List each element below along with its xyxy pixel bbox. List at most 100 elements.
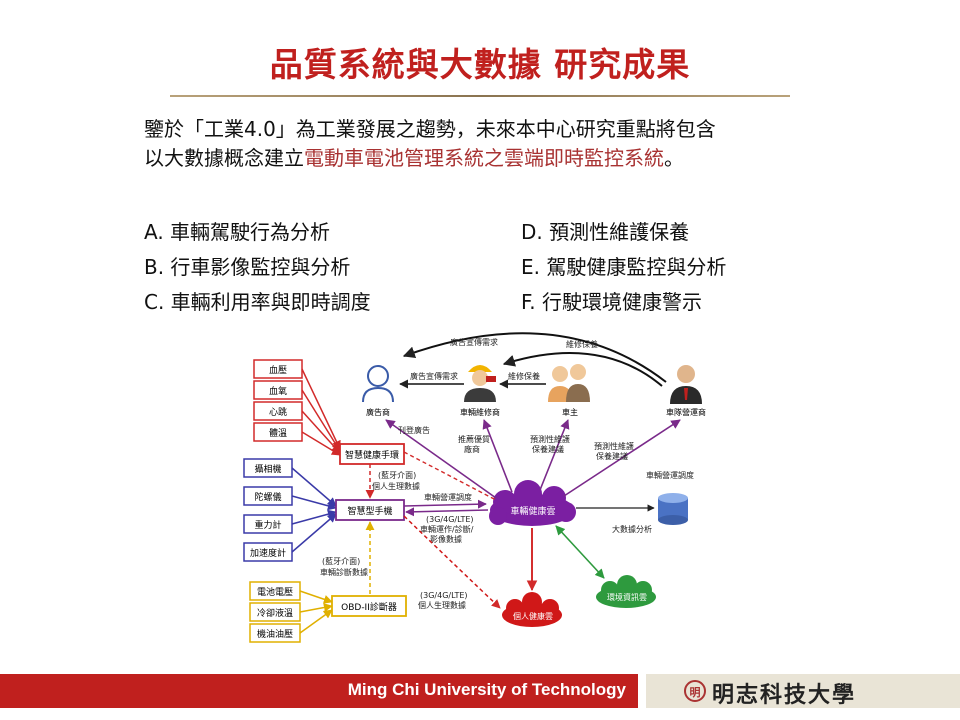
actor-repair-label: 車輛維修商: [460, 407, 500, 417]
actor-owner-label: 車主: [562, 407, 578, 417]
vital-arrow: [301, 368, 341, 450]
recommend-label-1: 推薦優質: [458, 434, 490, 444]
fleet-repair-arc: [502, 352, 663, 387]
cloud-phone-arrow: [405, 507, 489, 517]
item-c: C. 車輛利用率與即時調度: [144, 290, 371, 314]
bracelet-box: [339, 443, 405, 465]
ad-demand-label: 廣告宣傳需求: [410, 371, 458, 381]
title-divider: [170, 95, 790, 97]
cloud-env-arrow: [555, 525, 605, 579]
university-logo: 明 明志科技大學: [646, 674, 960, 708]
footer-university: Ming Chi University of Technology: [347, 680, 626, 699]
sensor-arrow: [291, 513, 337, 553]
cloud-repair-arrow: [482, 419, 513, 493]
vital-arrow: [301, 431, 341, 456]
phone-dispatch-label: 車輛營運調度: [424, 492, 472, 502]
item-f: F. 行駛環境健康警示: [521, 290, 703, 314]
repair-top-label: 維修保養: [566, 339, 598, 349]
fleet-dispatch-label: 車輛營運調度: [646, 470, 694, 480]
bt1-label-2: 個人生理數據: [372, 481, 420, 491]
cloud-personal-label: 個人健康雲: [513, 611, 553, 621]
vital-label: 血氧: [269, 385, 287, 397]
cloud-owner-arrow: [539, 419, 570, 491]
owners-icon: [548, 364, 590, 402]
vital-arrow: [301, 389, 341, 452]
item-b: B. 行車影像監控與分析: [144, 255, 351, 279]
bt2-label-2: 車輛診斷數據: [320, 567, 368, 577]
publish-ad-label: 刊登廣告: [398, 425, 430, 435]
sensor-label: 陀螺儀: [254, 491, 281, 503]
cloud-fleet-arrow: [563, 419, 681, 497]
repair-worker-icon: [464, 365, 496, 402]
sensor-label: 攝相機: [254, 463, 281, 475]
bt1-label-1: (藍牙介面): [378, 470, 416, 480]
sensor-arrow: [291, 467, 337, 507]
item-e: E. 駕駛健康監控與分析: [521, 255, 727, 279]
actor-fleet-label: 車隊營運商: [666, 407, 706, 417]
ad-demand-top-label: 廣告宣傳需求: [450, 337, 498, 347]
sensors-group: 攝相機 陀螺儀 重力計 加速度計: [243, 458, 337, 562]
logo-text: 明志科技大學: [712, 683, 857, 708]
obd-input-label: 電池電壓: [257, 586, 293, 598]
obd-label: OBD-II診斷器: [341, 601, 397, 613]
obd-input-label: 機油油壓: [257, 628, 293, 640]
net2-label-1: (3G/4G/LTE): [420, 591, 468, 600]
sensor-arrow: [291, 509, 337, 525]
obd-inputs-group: 電池電壓 冷卻液溫 機油油壓: [249, 581, 333, 643]
predict-owner-label-1: 預測性維護: [530, 434, 570, 444]
obd-box: [331, 595, 407, 617]
item-a: A. 車輛駕駛行為分析: [144, 220, 331, 244]
vehicle-health-cloud: 車輛健康雲: [489, 480, 576, 526]
phone-cloud-arrow: [403, 499, 487, 509]
vital-arrow: [301, 410, 341, 454]
predict-fleet-label-1: 預測性維護: [594, 441, 634, 451]
intro-line-2-suffix: 。: [664, 146, 684, 170]
bracelet-label: 智慧健康手環: [345, 449, 399, 461]
vitals-group: 血壓 血氧 心跳 體溫: [253, 359, 341, 456]
vital-label: 心跳: [269, 406, 287, 418]
intro-line-2-prefix: 以大數據概念建立: [144, 146, 304, 170]
vital-label: 體溫: [269, 427, 287, 439]
recommend-label-2: 廠商: [464, 444, 480, 454]
footer-bar: Ming Chi University of Technology: [0, 674, 638, 708]
net-label-1: (3G/4G/LTE): [426, 515, 474, 524]
phone-label: 智慧型手機: [347, 505, 392, 517]
cloud-env-label: 環境資訊雲: [607, 592, 647, 602]
bt2-label-1: (藍牙介面): [322, 556, 360, 566]
obd-input-label: 冷卻液溫: [257, 607, 293, 619]
sensor-label: 加速度計: [250, 547, 286, 559]
obd-input-arrow: [299, 590, 333, 604]
obd-input-arrow: [299, 603, 333, 613]
bigdata-label: 大數據分析: [612, 524, 652, 534]
net-label-3: 影像數據: [430, 534, 462, 544]
environment-cloud: 環境資訊雲: [596, 575, 656, 608]
sensor-label: 重力計: [254, 519, 281, 531]
logo-seal-icon: 明: [684, 680, 706, 702]
bracelet-cloud-link: [403, 451, 497, 501]
repair-label: 維修保養: [508, 371, 540, 381]
advertiser-icon: [362, 365, 394, 403]
item-d: D. 預測性維護保養: [521, 220, 690, 244]
cloud-advertiser-arrow: [385, 419, 497, 499]
intro-line-1: 鑒於「工業4.0」為工業發展之趨勢，未來本中心研究重點將包含: [144, 117, 716, 141]
net-label-2: 車輛運作/診斷/: [420, 524, 474, 534]
intro-paragraph: 鑒於「工業4.0」為工業發展之趨勢，未來本中心研究重點將包含 以大數據概念建立電…: [144, 115, 716, 173]
bigdata-cylinder: [658, 493, 688, 525]
actor-advertiser-label: 廣告商: [366, 407, 390, 417]
fleet-operator-icon: [670, 365, 702, 404]
vital-label: 血壓: [269, 364, 287, 376]
fleet-ad-arc: [402, 332, 667, 383]
predict-fleet-label-2: 保養建議: [596, 451, 628, 461]
cloud-main-label: 車輛健康雲: [510, 505, 555, 517]
slide-title: 品質系統與大數據 研究成果: [269, 45, 691, 84]
intro-highlight: 電動車電池管理系統之雲端即時監控系統: [304, 146, 664, 170]
phone-personal-arrow: [403, 515, 501, 609]
phone-box: [335, 499, 405, 521]
predict-owner-label-2: 保養建議: [532, 444, 564, 454]
personal-health-cloud: 個人健康雲: [502, 592, 562, 627]
sensor-arrow: [291, 495, 337, 511]
intro-line-2: 以大數據概念建立電動車電池管理系統之雲端即時監控系統。: [144, 144, 716, 173]
obd-input-arrow: [299, 609, 333, 634]
net2-label-2: 個人生理數據: [418, 600, 466, 610]
